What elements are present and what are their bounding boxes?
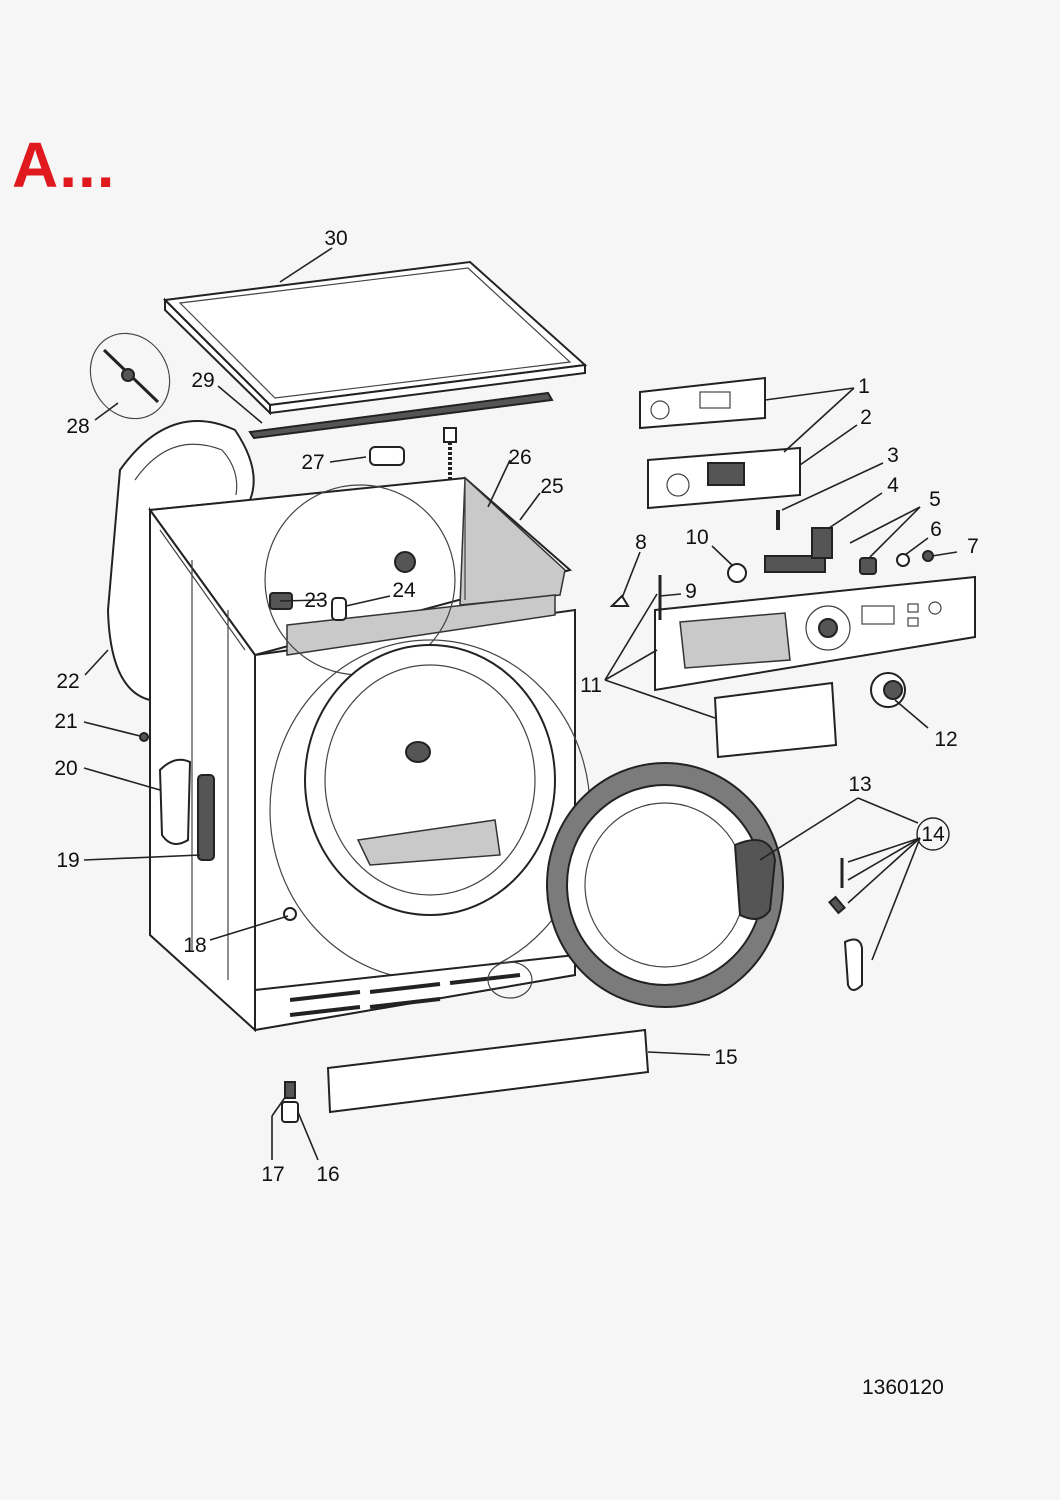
display-board-part	[647, 446, 801, 510]
rear-panel-part	[106, 420, 255, 702]
control-board-part	[639, 376, 766, 430]
callout-13: 13	[848, 773, 871, 796]
top-cover-part	[162, 260, 588, 416]
callout-17: 17	[261, 1163, 284, 1186]
callout-27: 27	[301, 451, 324, 474]
callout-20: 20	[54, 757, 77, 780]
leader-lines	[83, 247, 958, 1161]
callout-23: 23	[304, 589, 327, 612]
plinth-part	[326, 1028, 650, 1114]
callout-14: 14	[921, 823, 945, 846]
knob-cap-part	[896, 553, 910, 567]
callout-10: 10	[685, 526, 708, 549]
callout-28: 28	[66, 415, 89, 438]
document-code: 1360120	[862, 1376, 944, 1399]
callout-12: 12	[934, 728, 957, 751]
latch-part	[369, 446, 405, 466]
hose-fitting-part	[89, 332, 171, 420]
foot-part	[281, 1081, 299, 1123]
cabinet-body	[148, 476, 591, 1033]
callout-6: 6	[930, 518, 942, 541]
callout-7: 7	[967, 535, 979, 558]
selector-knob-part	[870, 672, 906, 708]
control-panel-part	[654, 575, 976, 692]
callout-19: 19	[56, 849, 79, 872]
callout-29: 29	[191, 369, 214, 392]
drawer-front-part	[713, 681, 838, 759]
callout-14-circle	[916, 817, 950, 851]
connector-part	[811, 527, 833, 559]
screw-small-part	[922, 550, 934, 562]
button-part	[859, 557, 877, 575]
spring-part	[443, 427, 457, 480]
screw-part	[139, 732, 149, 742]
callout-26: 26	[508, 446, 531, 469]
callout-18: 18	[183, 934, 206, 957]
callout-11: 11	[580, 674, 602, 697]
section-title: A...	[12, 129, 116, 201]
led-lens-part	[727, 563, 747, 583]
door-handle-kit-part	[828, 858, 863, 991]
callout-3: 3	[887, 444, 899, 467]
callout-9: 9	[685, 580, 697, 603]
hinge-part	[158, 758, 215, 861]
callout-8: 8	[635, 531, 647, 554]
callout-24: 24	[392, 579, 416, 602]
pin-part	[283, 907, 297, 921]
clip-part	[609, 594, 630, 607]
callout-1: 1	[858, 375, 870, 398]
switch-part	[764, 555, 826, 573]
callout-25: 25	[540, 475, 563, 498]
door-part	[546, 762, 784, 1008]
callout-22: 22	[56, 670, 79, 693]
callout-15: 15	[714, 1046, 737, 1069]
front-strip-part	[248, 391, 554, 440]
callout-5: 5	[929, 488, 941, 511]
callout-16: 16	[316, 1163, 339, 1186]
callout-21: 21	[54, 710, 77, 733]
callout-4: 4	[887, 474, 899, 497]
callout-2: 2	[860, 406, 872, 429]
callout-30: 30	[324, 227, 347, 250]
